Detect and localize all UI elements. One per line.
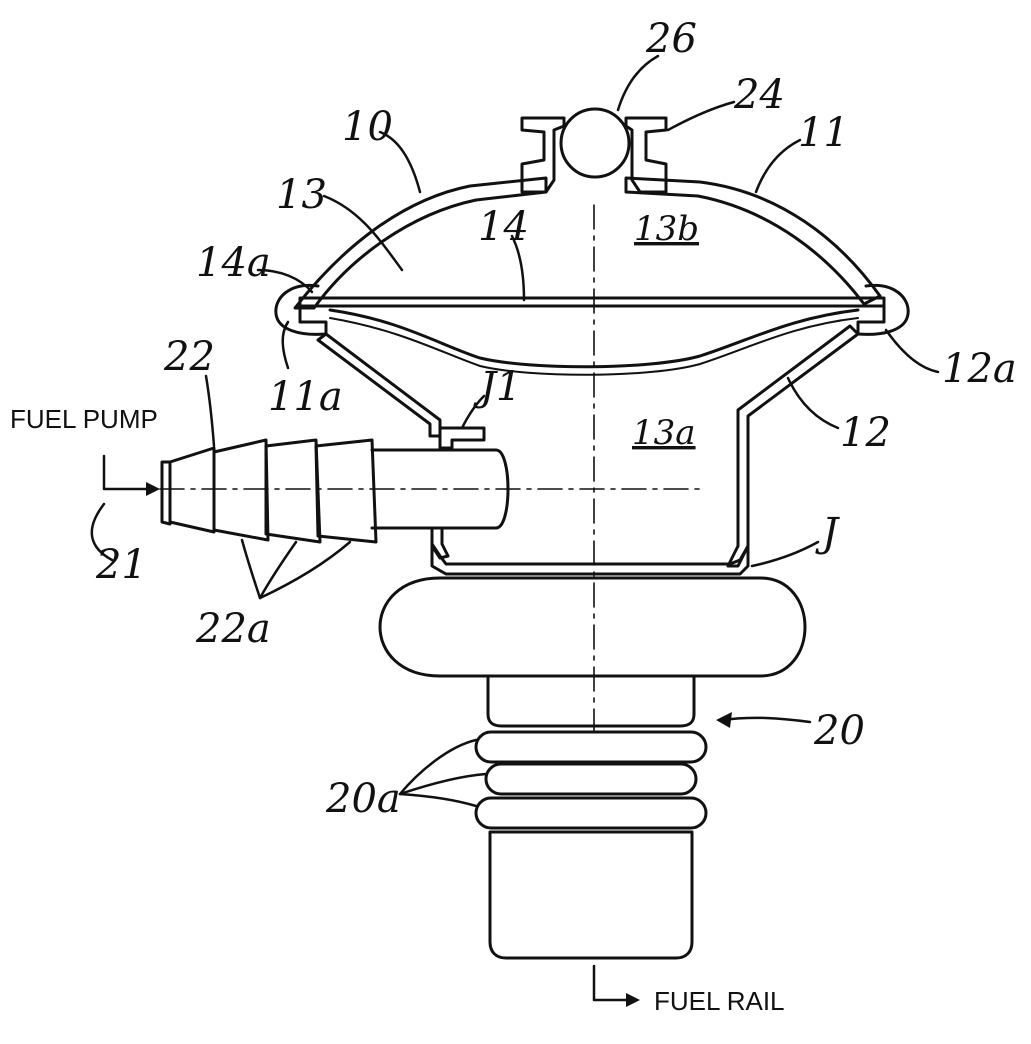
diaphragm-14-inner: [329, 317, 859, 376]
outlet-pipe-20: [488, 830, 694, 960]
leader-13: [322, 194, 404, 272]
label-13: 13: [276, 172, 327, 218]
leader-20-arrowhead-icon: [716, 712, 732, 728]
label-11: 11: [798, 110, 849, 156]
label-12a: 12a: [942, 346, 1017, 392]
label-20: 20: [813, 708, 865, 754]
fuel-pump-inlet-arrow: [102, 454, 158, 491]
cushion-ring: [378, 576, 807, 678]
leader-11a: [281, 320, 290, 370]
lower-shell-12-left: [316, 332, 442, 438]
crimp-right: [856, 283, 910, 336]
label-fuel-rail: FUEL RAIL: [654, 986, 785, 1016]
fitting-24-left: [520, 116, 566, 194]
lower-shell-12-right: [726, 324, 860, 568]
label-10: 10: [342, 104, 393, 150]
label-14: 14: [478, 204, 529, 250]
o-ring-20a-2: [484, 762, 698, 796]
label-22a: 22a: [195, 606, 271, 652]
leader-24: [666, 100, 736, 132]
inlet-pipe-end: [160, 460, 172, 526]
leader-11: [754, 138, 802, 194]
leader-14a: [256, 268, 314, 294]
label-26: 26: [645, 16, 697, 62]
flange-plate: [298, 296, 886, 308]
leader-12: [786, 376, 840, 430]
leader-12a: [884, 328, 940, 374]
label-J: J: [815, 510, 840, 556]
o-ring-20a-3: [474, 796, 708, 830]
ball-26: [559, 107, 631, 179]
diaphragm-14: [328, 308, 860, 369]
label-24: 24: [733, 72, 785, 118]
fuel-pump-arrowhead-icon: [146, 482, 160, 496]
fitting-24-right: [624, 116, 668, 194]
leader-14: [510, 234, 526, 302]
leader-20a-a: [398, 738, 478, 796]
crimp-left: [274, 283, 328, 336]
label-13b: 13b: [634, 209, 699, 249]
barb-22a-1: [168, 446, 216, 534]
lower-shell-bottom-J: [430, 542, 750, 576]
outlet-neck: [486, 674, 696, 728]
label-14a: 14a: [196, 240, 271, 286]
leader-20: [720, 716, 812, 724]
leader-20a-c: [398, 792, 478, 808]
leader-J1: [460, 394, 486, 430]
leader-22: [204, 374, 216, 448]
barb-22a-3: [264, 438, 322, 544]
leader-10: [378, 130, 422, 194]
label-20a: 20a: [325, 776, 401, 822]
leader-J: [750, 540, 820, 568]
label-21: 21: [95, 542, 147, 588]
label-J1: J1: [473, 364, 521, 410]
label-22: 22: [163, 334, 215, 380]
fuel-rail-arrowhead-icon: [626, 993, 640, 1007]
leader-21: [90, 502, 114, 562]
fuel-rail-outlet-arrow: [592, 964, 634, 1002]
label-12: 12: [840, 410, 891, 456]
leader-22a-c: [258, 540, 352, 600]
barb-22a-2: [212, 438, 270, 542]
joint-J1: [438, 426, 486, 450]
upper-shell-11-right: [624, 176, 882, 306]
label-13a: 13a: [632, 413, 696, 453]
label-11a: 11a: [268, 374, 343, 420]
o-ring-20a-1: [474, 730, 708, 764]
leader-20a-b: [398, 772, 488, 796]
inlet-pipe-22: [370, 448, 510, 530]
leader-26: [616, 54, 660, 112]
leader-22a-a: [240, 538, 262, 600]
barb-22a-4: [314, 438, 378, 544]
leader-22a-b: [258, 540, 298, 600]
label-fuel-pump: FUEL PUMP: [10, 404, 158, 434]
